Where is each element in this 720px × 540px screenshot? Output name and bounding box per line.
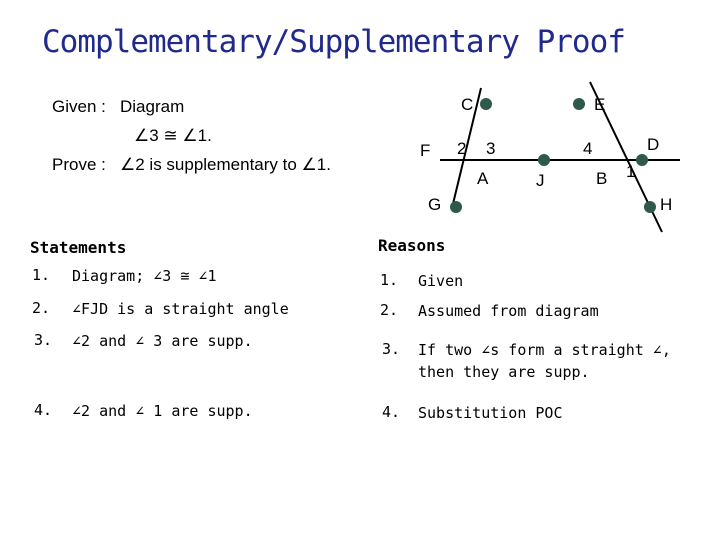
reason-number: 2. (380, 301, 399, 319)
label-angle-2: 2 (457, 139, 466, 158)
given-value-2: ∠3 ≅ ∠1. (134, 126, 212, 145)
label-j: J (536, 171, 545, 190)
point-g (450, 201, 462, 213)
label-c: C (461, 95, 473, 114)
statement-number: 4. (34, 401, 53, 419)
point-j (538, 154, 550, 166)
statement-number: 2. (32, 299, 51, 317)
given-label: Given : (52, 97, 106, 116)
label-angle-1: 1 (626, 162, 635, 181)
statement-text: ∠FJD is a straight angle (72, 300, 289, 318)
label-angle-4: 4 (583, 139, 592, 158)
label-h: H (660, 195, 672, 214)
reason-number: 1. (380, 271, 399, 289)
line-c-g (451, 87, 482, 209)
page-title: Complementary/Supplementary Proof (42, 24, 626, 60)
label-d: D (647, 135, 659, 154)
label-g: G (428, 195, 441, 214)
reason-text-line-2: then they are supp. (418, 363, 590, 381)
reasons-header: Reasons (378, 236, 446, 255)
label-b: B (596, 169, 607, 188)
reason-number: 4. (382, 403, 401, 421)
statements-header: Statements (30, 238, 127, 257)
given-value: Diagram (120, 97, 185, 116)
point-h (644, 201, 656, 213)
point-c (480, 98, 492, 110)
statement-text: ∠2 and ∠ 3 are supp. (72, 332, 253, 350)
statement-number: 1. (32, 266, 51, 284)
statement-text: ∠2 and ∠ 1 are supp. (72, 402, 253, 420)
label-e: E (594, 95, 605, 114)
label-f: F (420, 141, 430, 160)
reason-text: Given (418, 272, 464, 290)
reason-number: 3. (382, 340, 401, 358)
label-a: A (477, 169, 489, 188)
point-d (636, 154, 648, 166)
point-e (573, 98, 585, 110)
reason-text: Assumed from diagram (418, 302, 599, 320)
prove-value: ∠2 is supplementary to ∠1. (120, 155, 331, 174)
prove-label: Prove : (52, 155, 106, 174)
statement-number: 3. (34, 331, 53, 349)
reason-text: Substitution POC (418, 404, 563, 422)
statement-text: Diagram; ∠3 ≅ ∠1 (72, 267, 217, 285)
label-angle-3: 3 (486, 139, 495, 158)
reason-text: If two ∠s form a straight ∠, (418, 341, 671, 359)
